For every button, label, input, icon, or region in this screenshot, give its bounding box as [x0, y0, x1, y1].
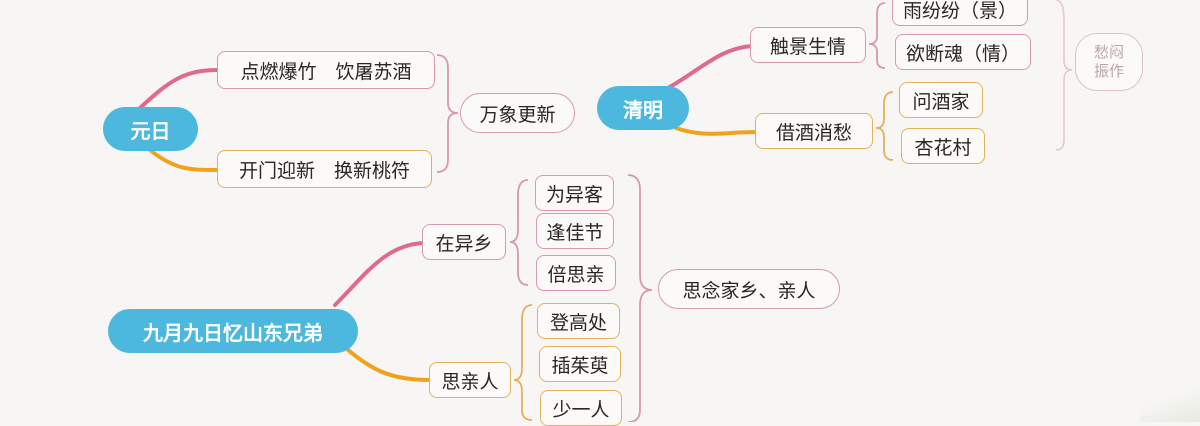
bracket-jiuyue-top [509, 179, 529, 286]
paper-shadow [1140, 382, 1200, 422]
leaf-qingming-1: 雨纷纷（景） [892, 0, 1028, 26]
theme-qingming-line2: 振作 [1093, 62, 1124, 80]
connector-jiuyue-bottom [338, 341, 432, 382]
bracket-qingming-top [868, 2, 886, 69]
branch-jiuyue-top: 在异乡 [422, 224, 506, 260]
connector-qingming-top [666, 44, 754, 90]
branch-yuanri-top: 点燃爆竹 饮屠苏酒 [217, 51, 435, 89]
connector-yuanri-top [138, 68, 220, 110]
branch-jiuyue-bottom: 思亲人 [429, 362, 511, 398]
leaf-jiuyue-5: 插茱萸 [539, 346, 621, 382]
branch-yuanri-bottom: 开门迎新 换新桃符 [217, 150, 432, 188]
root-yuanri: 元日 [103, 107, 198, 151]
bracket-jiuyue-bottom [513, 304, 533, 421]
leaf-jiuyue-3: 倍思亲 [536, 255, 616, 291]
root-qingming: 清明 [597, 86, 689, 130]
leaf-jiuyue-1: 为异客 [535, 175, 614, 211]
root-jiuyue: 九月九日忆山东兄弟 [108, 309, 358, 353]
connector-yuanri-bottom [148, 148, 220, 172]
bracket-jiuyue-theme [627, 174, 653, 422]
branch-qingming-bottom: 借酒消愁 [755, 113, 873, 149]
connector-jiuyue-top [333, 241, 425, 307]
leaf-qingming-3: 问酒家 [899, 82, 983, 118]
bracket-qingming-theme [1055, 0, 1073, 151]
theme-qingming: 愁闷 振作 [1075, 33, 1143, 91]
leaf-jiuyue-4: 登高处 [537, 303, 620, 339]
bracket-qingming-bottom [875, 91, 894, 161]
connector-qingming-bottom [674, 126, 759, 136]
branch-qingming-top: 触景生情 [750, 27, 866, 63]
leaf-jiuyue-2: 逢佳节 [536, 213, 614, 249]
theme-yuanri: 万象更新 [460, 93, 575, 133]
bracket-yuanri [436, 54, 459, 173]
theme-jiuyue: 思念家乡、亲人 [658, 269, 840, 309]
leaf-jiuyue-6: 少一人 [540, 390, 622, 426]
leaf-qingming-4: 杏花村 [901, 128, 985, 164]
theme-qingming-line1: 愁闷 [1093, 43, 1124, 62]
leaf-qingming-2: 欲断魂（情） [895, 34, 1031, 70]
